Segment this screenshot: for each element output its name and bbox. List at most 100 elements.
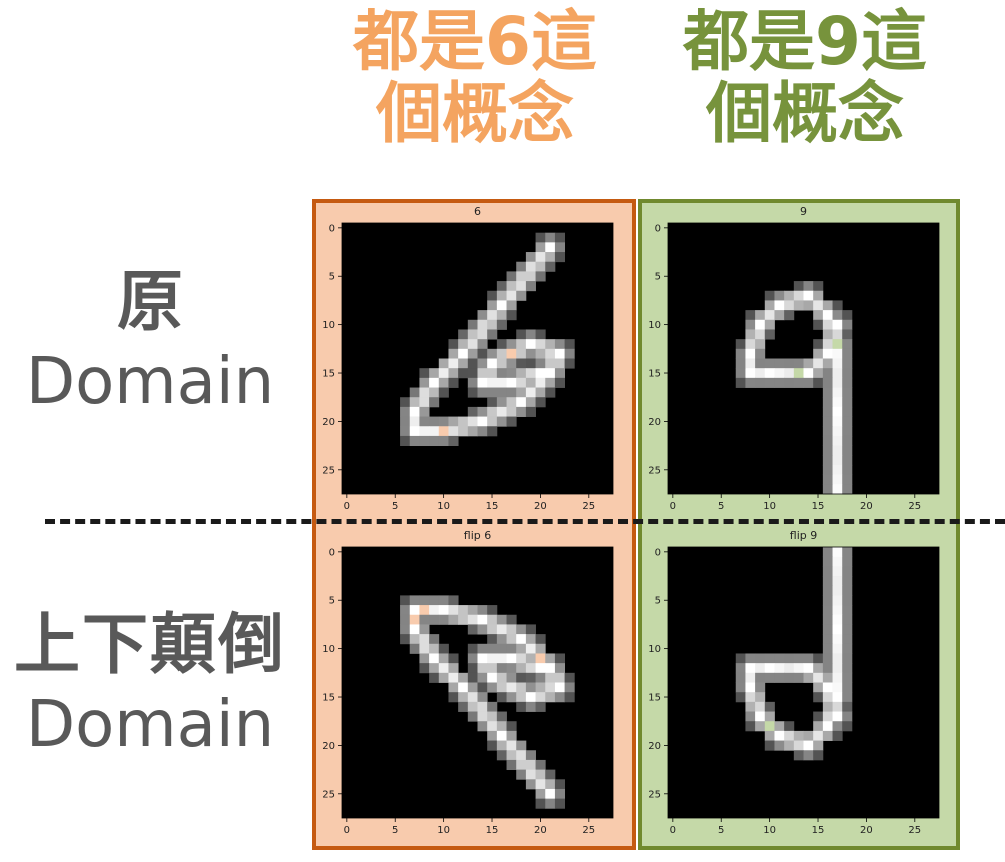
pixel [564,672,575,683]
plot-title: 9 [800,205,807,218]
x-tick-label: 10 [763,501,776,512]
x-tick-label: 10 [437,825,450,836]
pixel [429,435,440,447]
pixel [506,682,517,693]
pixel [832,387,843,398]
pixel [813,281,824,292]
pixel [448,595,459,606]
pixel [764,368,775,379]
pixel [822,605,833,616]
pixel [525,252,536,263]
pixel [506,740,517,751]
y-tick-label: 15 [322,693,335,704]
pixel [448,672,459,683]
pixel [755,319,766,330]
pixel [438,416,449,427]
pixel [554,663,566,674]
pixel [822,614,833,625]
pixel [487,663,498,674]
pixel [842,653,853,664]
pixel [458,348,469,359]
pixel [755,339,766,350]
pixel [487,711,498,722]
pixel [496,358,507,369]
pixel [784,663,795,674]
pixel [516,358,527,369]
pixel [832,484,843,495]
row-label-original: 原 Domain [0,262,300,422]
pixel [545,261,556,272]
pixel [832,595,843,606]
pixel [419,387,430,398]
pixel [487,329,498,340]
pixel [458,416,469,427]
pixel [755,663,766,674]
pixel [832,435,843,447]
y-tick-label: 10 [322,320,335,331]
pixel [419,653,430,664]
y-tick-label: 20 [648,417,661,428]
pixel [458,692,469,703]
pixel [496,387,507,398]
pixel [755,711,766,722]
pixel [554,358,566,369]
pixel [535,377,546,388]
pixel [525,397,536,408]
pixel [832,426,843,437]
pixel [822,426,833,437]
pixel [419,368,430,379]
pixel [477,329,488,340]
pixel [803,290,814,301]
pixel [409,643,420,654]
pixel [764,377,775,388]
pixel [832,663,843,674]
pixel [400,397,411,408]
pixel [487,300,498,311]
pixel [832,576,843,587]
pixel [419,397,430,408]
pixel [419,426,430,437]
x-tick-label: 25 [908,501,921,512]
pixel [438,377,449,388]
pixel [496,682,507,693]
pixel [458,682,469,693]
pixel [822,319,833,330]
pixel [487,416,498,427]
pixel [803,672,814,683]
pixel [764,653,775,664]
pixel [525,368,536,379]
pixel [448,435,459,447]
pixel [516,377,527,388]
x-tick-label: 20 [860,825,873,836]
pixel [793,663,804,674]
pixel [487,319,498,330]
pixel [822,464,833,476]
pixel [784,300,795,311]
pixel [545,339,556,350]
pixel [516,750,527,761]
pixel [506,339,517,350]
y-tick-label: 15 [648,369,661,380]
pixel [793,653,804,664]
pixel [832,377,843,388]
pixel [545,663,556,674]
pixel [813,290,824,301]
x-tick-label: 15 [812,501,825,512]
pixel [525,701,536,712]
pixel [516,397,527,408]
pixel [822,566,833,577]
pixel [487,387,498,398]
pixel [793,290,804,301]
pixel [822,329,833,340]
pixel [448,377,459,388]
pixel [764,300,775,311]
pixel [496,300,507,311]
pixel [822,585,833,596]
pixel [813,377,824,388]
y-tick-label: 10 [648,644,661,655]
y-tick-label: 0 [329,547,335,558]
pixel [554,232,566,243]
pixel [822,416,833,427]
x-tick-label: 5 [718,825,724,836]
y-tick-label: 25 [648,465,661,476]
